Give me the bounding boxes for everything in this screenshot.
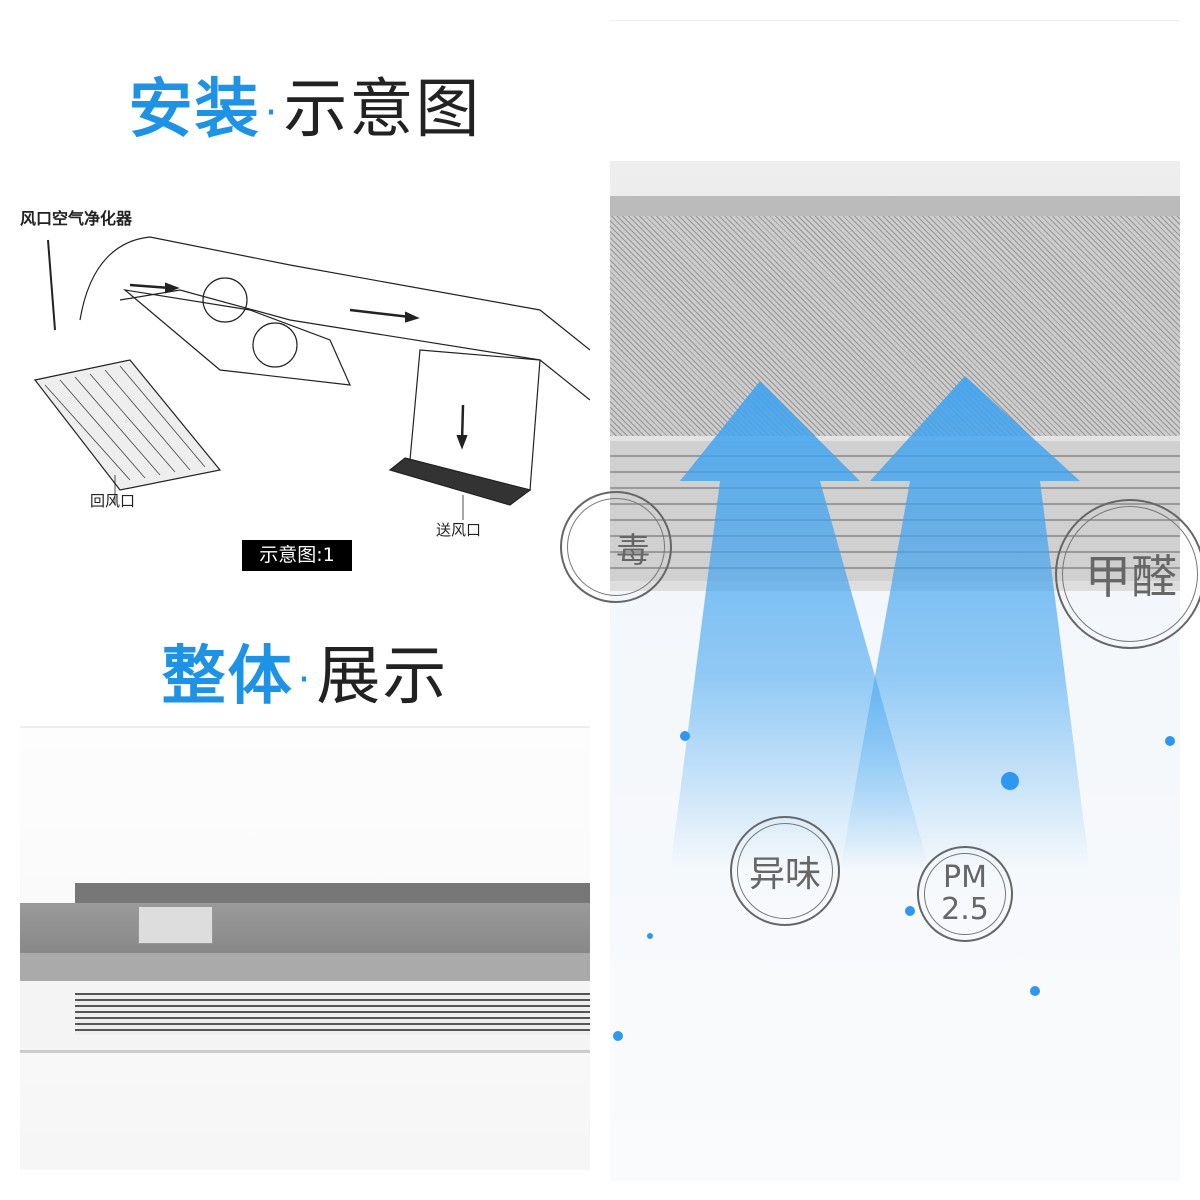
title-separator: · xyxy=(297,657,313,704)
arrow-up-icon xyxy=(840,376,1090,871)
left-panel: 安装·示意图 风口空气净化器 回风口 送风口 示意图:1 整体·展示 xyxy=(20,20,590,1180)
return-vent-label: 回风口 xyxy=(90,492,136,510)
badge-text: 甲醛 xyxy=(1085,550,1177,604)
overview-title: 整体·展示 xyxy=(20,625,590,717)
title-rest: 展示 xyxy=(316,640,449,714)
filter-mesh xyxy=(610,216,1180,436)
diagram-caption: 示意图:1 xyxy=(242,540,352,571)
badge-text: 异味 xyxy=(748,854,821,895)
badge-formaldehyde: 甲醛 xyxy=(1055,499,1200,649)
purifier-label: 风口空气净化器 xyxy=(20,209,133,228)
installation-diagram xyxy=(33,236,590,520)
title-highlight: 安装 xyxy=(128,73,261,147)
badge-odor: 异味 xyxy=(730,816,840,926)
badge-text: 毒 xyxy=(616,530,650,571)
badge-virus: 毒 xyxy=(560,491,672,603)
title-rest: 示意图 xyxy=(283,73,482,147)
product-photo xyxy=(20,726,590,1170)
supply-vent-label: 送风口 xyxy=(436,521,482,539)
title-highlight: 整体 xyxy=(161,640,294,714)
airflow-arrows xyxy=(613,376,1175,1041)
install-title: 安装·示意图 xyxy=(20,58,590,150)
title-separator: · xyxy=(264,90,280,137)
badge-text-pm: PM xyxy=(943,860,987,895)
badge-text-25: 2.5 xyxy=(941,892,989,927)
